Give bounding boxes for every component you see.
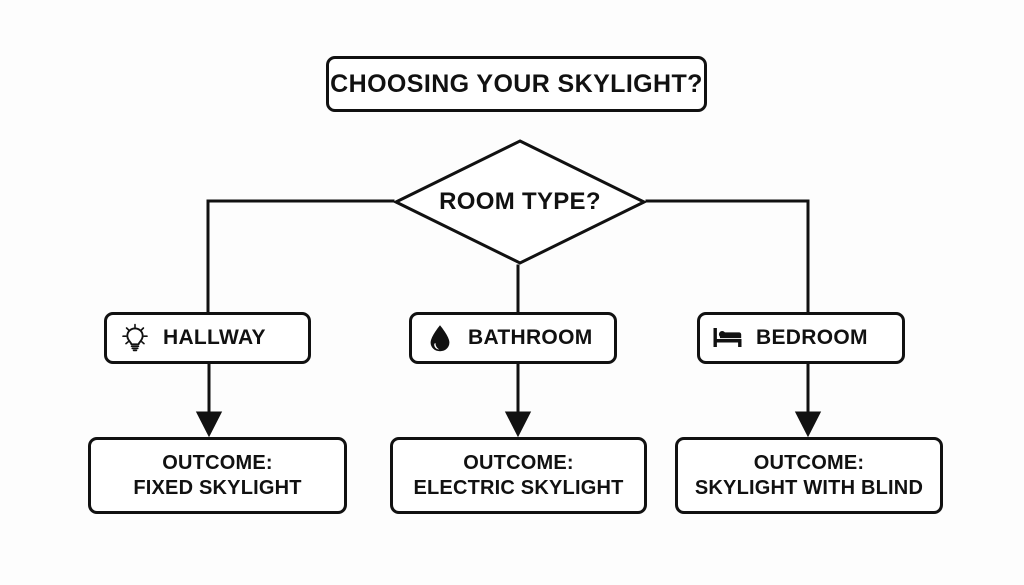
room-option-bathroom[interactable]: BATHROOM xyxy=(409,312,617,364)
outcome-electric-skylight: OUTCOME: ELECTRIC SKYLIGHT xyxy=(390,437,647,514)
flowchart-title: CHOOSING YOUR SKYLIGHT? xyxy=(330,69,703,98)
lightbulb-icon xyxy=(118,321,152,355)
outcome-line-2: SKYLIGHT WITH BLIND xyxy=(694,476,924,499)
outcome-line-2: ELECTRIC SKYLIGHT xyxy=(413,476,624,499)
outcome-skylight-with-blind: OUTCOME: SKYLIGHT WITH BLIND xyxy=(675,437,943,514)
outcome-fixed-skylight: OUTCOME: FIXED SKYLIGHT xyxy=(88,437,347,514)
flowchart-title-box: CHOOSING YOUR SKYLIGHT? xyxy=(326,56,707,112)
decision-label: ROOM TYPE? xyxy=(439,188,601,215)
room-option-hallway[interactable]: HALLWAY xyxy=(104,312,311,364)
outcome-line-1: OUTCOME: xyxy=(753,452,865,475)
room-option-label: HALLWAY xyxy=(163,326,266,349)
wire-decision-to-bedroom xyxy=(645,199,810,314)
outcome-line-2: FIXED SKYLIGHT xyxy=(133,476,302,499)
room-option-label: BEDROOM xyxy=(756,326,868,349)
decision-node-room-type: ROOM TYPE? xyxy=(393,138,647,266)
room-option-bedroom[interactable]: BEDROOM xyxy=(697,312,905,364)
outcome-line-1: OUTCOME: xyxy=(463,452,574,475)
outcome-line-1: OUTCOME: xyxy=(162,452,273,475)
diamond-shape xyxy=(393,139,647,265)
bed-icon xyxy=(711,321,745,355)
water-drop-icon xyxy=(423,321,457,355)
room-option-label: BATHROOM xyxy=(468,326,593,349)
wire-decision-to-hallway xyxy=(206,199,395,314)
